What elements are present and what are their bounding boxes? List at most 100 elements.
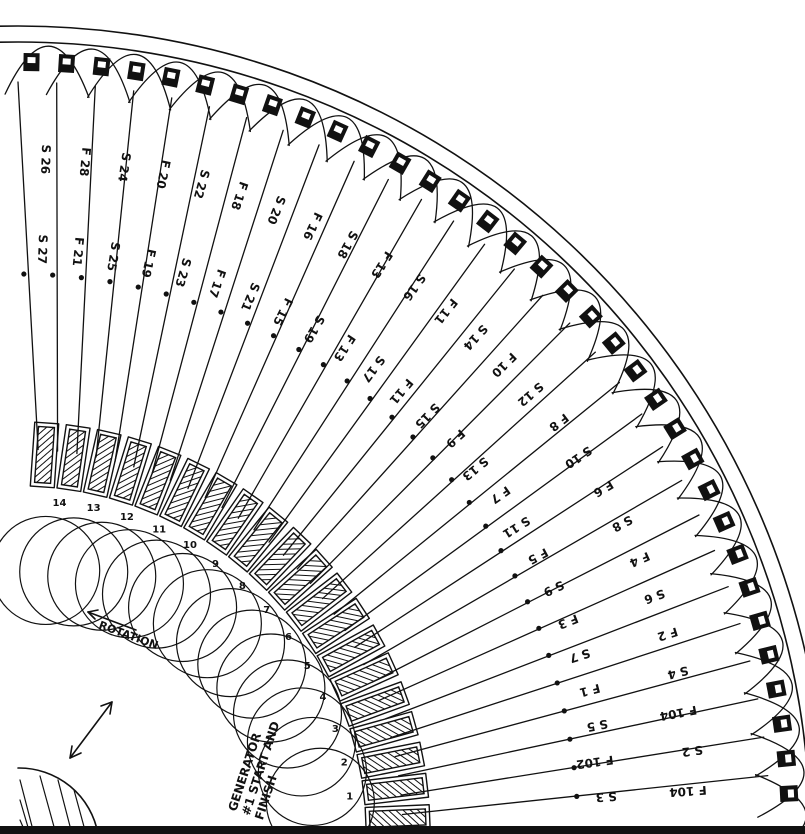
coil-loop — [750, 732, 805, 818]
commutator-bar — [447, 188, 472, 213]
stator-slot — [267, 548, 333, 611]
lead-wire — [321, 351, 596, 600]
inner-coil-loop — [246, 687, 357, 797]
lead-label: F 21 — [70, 236, 87, 266]
commutator-bar — [23, 52, 40, 72]
lead-wire — [253, 220, 455, 531]
lead-dot — [21, 271, 27, 277]
coil-loops — [0, 45, 805, 834]
lead-dot — [244, 320, 251, 326]
coil-loop — [168, 71, 252, 133]
frame-arc-2 — [0, 41, 805, 754]
lead-wire — [204, 160, 355, 499]
coil-loop — [128, 61, 212, 121]
coil-loop — [611, 388, 681, 464]
coil-number: 8 — [239, 581, 246, 592]
lead-dot — [218, 309, 224, 315]
coil-loop — [248, 98, 328, 163]
coil-number: 2 — [341, 757, 348, 768]
coil-number: 5 — [304, 661, 311, 672]
lead-wire — [390, 622, 741, 739]
coil-loop — [585, 354, 656, 429]
lead-wire — [282, 268, 515, 556]
coil-loop — [208, 83, 290, 147]
stator-slot — [349, 710, 419, 753]
stator-slot — [227, 506, 289, 573]
commutator-bar — [554, 278, 579, 304]
lead-label: S 24 — [115, 152, 133, 183]
inner-coil-loop — [101, 539, 212, 649]
coil-number: 7 — [263, 605, 270, 616]
lead-wire — [397, 698, 759, 777]
lead-label: S 3 — [595, 789, 617, 804]
coil-loop — [754, 774, 805, 834]
commutator-bar — [623, 358, 648, 383]
lead-dot — [107, 278, 113, 285]
inner-coil-loop — [232, 659, 343, 769]
lead-label: F 104 — [659, 703, 698, 724]
inner-coil-loop — [175, 588, 286, 698]
coil-loop — [676, 497, 742, 576]
coil-loop — [734, 651, 793, 736]
lead-wire — [95, 90, 135, 458]
lead-dot — [191, 299, 197, 305]
commutator-bar — [738, 576, 761, 598]
lead-wire — [221, 178, 389, 509]
inner-coil-loop — [127, 552, 238, 663]
lead-dot — [430, 455, 436, 461]
lead-dot — [483, 523, 489, 529]
commutator-bar — [749, 610, 771, 631]
lead-label: S 2 — [681, 743, 704, 760]
stator-slot — [82, 428, 122, 499]
commutator-bar — [765, 679, 787, 699]
lead-dot — [567, 736, 573, 742]
commutator-bar — [663, 417, 687, 441]
coil-loop — [466, 230, 540, 302]
lead-dot — [554, 680, 560, 686]
coil-number: 1 — [346, 792, 353, 803]
lead-dot — [574, 793, 580, 799]
commutator-bar — [58, 54, 76, 74]
coil-loop — [743, 692, 800, 777]
lead-wire — [296, 294, 544, 570]
lead-dot — [571, 765, 577, 771]
lead-label: S 4 — [666, 663, 690, 682]
lead-label: S 26 — [38, 144, 53, 174]
inner-coil-loop — [74, 529, 185, 639]
commutator-bar — [772, 714, 793, 733]
lead-dot — [367, 395, 373, 402]
stator-slot — [361, 772, 430, 806]
lead-dot — [320, 362, 327, 368]
lead-wire — [187, 144, 320, 490]
lead-label: F 104 — [669, 783, 707, 800]
commutator-bar — [681, 447, 705, 471]
coil-number: 12 — [120, 512, 134, 523]
lead-wire — [237, 198, 423, 519]
lead-wire — [344, 413, 643, 632]
lead-wire — [371, 514, 700, 683]
lead-dot — [78, 274, 84, 281]
commutator-bar — [326, 119, 349, 143]
coil-number: 3 — [332, 724, 339, 735]
lead-wire — [394, 660, 751, 758]
lead-label: F 1 — [578, 681, 602, 700]
inner-coil-loop — [19, 517, 129, 627]
lead-dot — [536, 625, 542, 631]
coil-number: 14 — [52, 498, 66, 509]
commutator-bar — [776, 749, 797, 768]
lead-wire — [169, 129, 284, 482]
commutator-bar — [529, 254, 554, 279]
stator-slot — [301, 597, 371, 655]
commutator-bars — [23, 52, 799, 803]
lead-label: F 2 — [656, 624, 680, 644]
commutator-bar — [601, 331, 626, 356]
lead-wire — [363, 479, 683, 666]
commutator-bar — [195, 74, 216, 96]
lead-label: S 5 — [586, 717, 609, 735]
stator-slot — [159, 457, 211, 528]
lead-wire — [333, 381, 621, 615]
commutator-bar — [357, 134, 381, 159]
lead-wire — [384, 586, 729, 720]
commutator-bar — [758, 644, 780, 665]
